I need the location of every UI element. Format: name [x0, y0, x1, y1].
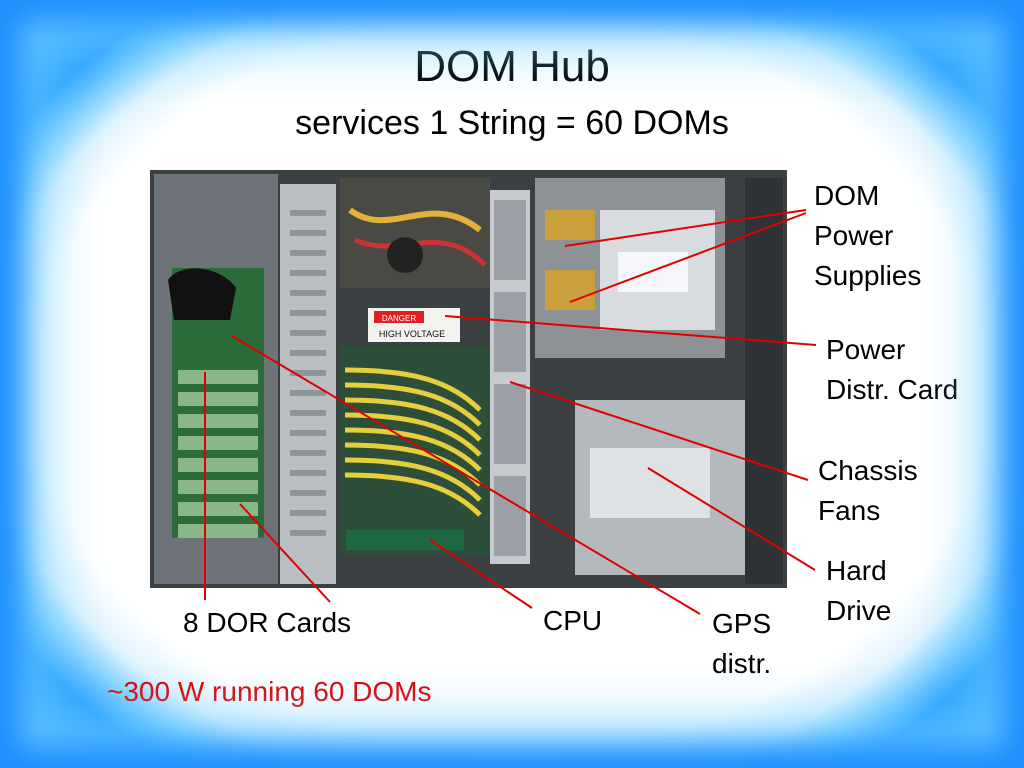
- label-chassis-fans: Chassis Fans: [818, 455, 918, 526]
- label-power-distr-card: Power Distr. Card: [826, 334, 959, 405]
- label-cpu: CPU: [543, 605, 603, 636]
- danger-text: DANGER: [382, 314, 416, 323]
- dom-hub-photo: DANGER HIGH VOLTAGE: [150, 170, 787, 588]
- label-gps-distr: GPS distr.: [712, 608, 772, 679]
- label-dor-cards: 8 DOR Cards: [183, 607, 352, 638]
- label-dom-power-supplies: DOM Power Supplies: [814, 180, 922, 291]
- high-voltage-text: HIGH VOLTAGE: [379, 329, 445, 339]
- label-hard-drive: Hard Drive: [826, 555, 892, 626]
- dom-hub-photo-drawing: DANGER HIGH VOLTAGE: [150, 170, 787, 588]
- slide-title: DOM Hub: [414, 42, 610, 91]
- power-note: ~300 W running 60 DOMs: [107, 676, 432, 707]
- slide-subtitle: services 1 String = 60 DOMs: [295, 104, 729, 142]
